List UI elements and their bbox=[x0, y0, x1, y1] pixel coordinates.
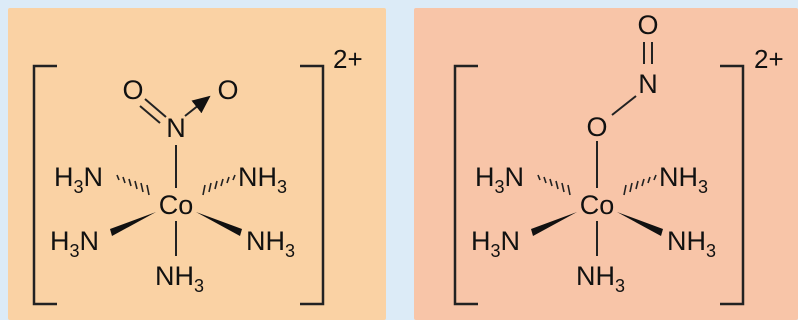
hashed-wedge-left bbox=[116, 174, 150, 196]
panel-background bbox=[414, 8, 798, 320]
oxygen-atom-left: O bbox=[122, 75, 143, 105]
nitrogen-atom: N bbox=[166, 113, 186, 143]
charge-label: 2+ bbox=[333, 44, 363, 74]
hashed-wedge-right bbox=[623, 174, 657, 196]
right-bracket bbox=[300, 64, 325, 306]
bonds bbox=[537, 42, 657, 256]
nitro-isomer-panel: 2+ bbox=[8, 8, 386, 320]
bond-n-o-double-2 bbox=[139, 105, 161, 124]
charge-label: 2+ bbox=[754, 44, 784, 74]
oxygen-atom-right: O bbox=[217, 75, 238, 105]
ligand-nh3-upper-right: NH3 bbox=[659, 162, 708, 197]
bond-n-o-double-1 bbox=[144, 98, 167, 118]
hashed-wedge-left bbox=[537, 174, 571, 196]
left-bracket bbox=[453, 64, 478, 306]
ligand-h3n-upper-left: H3N bbox=[54, 162, 103, 197]
ligand-h3n-upper-left: H3N bbox=[475, 162, 524, 197]
nitrito-isomer-panel: 2+ bbox=[414, 8, 798, 320]
ligand-nh3-upper-right: NH3 bbox=[238, 162, 287, 197]
bond-n-o-single bbox=[611, 95, 637, 116]
solid-wedge-right bbox=[196, 212, 242, 236]
bonds bbox=[116, 95, 236, 256]
solid-wedge-right bbox=[617, 212, 663, 236]
nitrogen-atom: N bbox=[638, 69, 658, 99]
hashed-wedge-right bbox=[202, 174, 236, 196]
cobalt-atom: Co bbox=[580, 190, 615, 220]
left-bracket bbox=[32, 64, 57, 306]
ligand-nh3-bottom: NH3 bbox=[155, 261, 204, 296]
solid-wedge-left bbox=[531, 212, 577, 236]
oxygen-atom-bound: O bbox=[586, 112, 607, 142]
right-bracket bbox=[720, 64, 745, 306]
ligand-h3n-lower-left: H3N bbox=[471, 226, 520, 261]
bond-n-o-arrow bbox=[184, 95, 211, 117]
cobalt-atom: Co bbox=[159, 190, 194, 220]
ligand-nh3-lower-right: NH3 bbox=[246, 226, 295, 261]
ligand-nh3-bottom: NH3 bbox=[576, 261, 625, 296]
ligand-h3n-lower-left: H3N bbox=[50, 226, 99, 261]
solid-wedge-left bbox=[110, 212, 156, 236]
ligand-nh3-lower-right: NH3 bbox=[667, 226, 716, 261]
panel-background bbox=[8, 8, 386, 320]
oxygen-atom-terminal: O bbox=[637, 10, 658, 40]
